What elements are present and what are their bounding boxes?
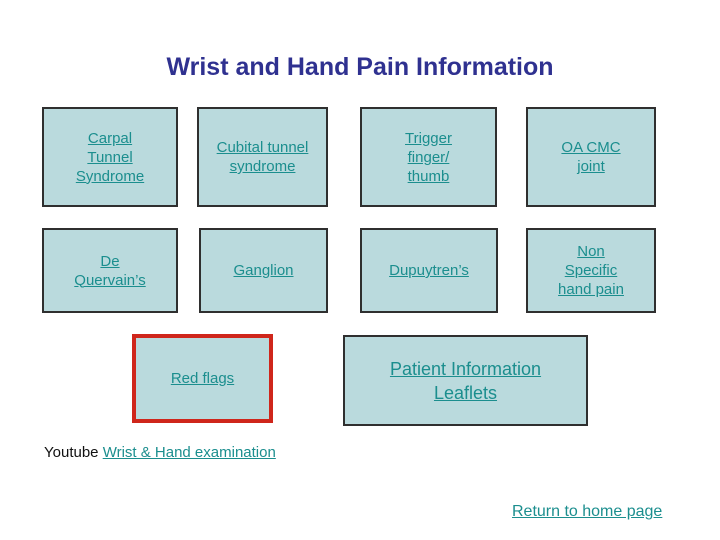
dupuytrens-link[interactable]: Dupuytren’s (389, 262, 469, 279)
oa-cmc-joint-box[interactable]: OA CMC joint (526, 107, 656, 207)
non-specific-hand-pain-link[interactable]: Non Specific hand pain (558, 243, 624, 298)
red-flags-box[interactable]: Red flags (132, 334, 273, 423)
dupuytrens-box[interactable]: Dupuytren’s (360, 228, 498, 313)
youtube-examination-link[interactable]: Wrist & Hand examination (102, 444, 276, 461)
cubital-tunnel-syndrome-box[interactable]: Cubital tunnel syndrome (197, 107, 328, 207)
page-title: Wrist and Hand Pain Information (166, 53, 554, 81)
ganglion-box[interactable]: Ganglion (199, 228, 328, 313)
red-flags-link[interactable]: Red flags (170, 370, 235, 387)
cubital-tunnel-syndrome-link[interactable]: Cubital tunnel syndrome (216, 139, 309, 175)
de-quervains-link[interactable]: De Quervain’s (74, 252, 146, 289)
non-specific-hand-pain-box[interactable]: Non Specific hand pain (526, 228, 656, 313)
youtube-line: Youtube Wrist & Hand examination (44, 443, 276, 462)
trigger-finger-thumb-link[interactable]: Trigger finger/ thumb (405, 129, 452, 185)
return-line: Return to home page (512, 502, 662, 521)
de-quervains-box[interactable]: De Quervain’s (42, 228, 178, 313)
patient-information-leaflets-link[interactable]: Patient Information Leaflets (389, 358, 542, 403)
return-home-link[interactable]: Return to home page (512, 503, 663, 520)
patient-information-leaflets-box[interactable]: Patient Information Leaflets (343, 335, 588, 426)
trigger-finger-thumb-box[interactable]: Trigger finger/ thumb (360, 107, 497, 207)
oa-cmc-joint-link[interactable]: OA CMC joint (561, 139, 621, 175)
ganglion-link[interactable]: Ganglion (233, 262, 294, 279)
carpal-tunnel-syndrome-link[interactable]: Carpal Tunnel Syndrome (75, 129, 145, 185)
carpal-tunnel-syndrome-box[interactable]: Carpal Tunnel Syndrome (42, 107, 178, 207)
youtube-label: Youtube (44, 444, 103, 461)
